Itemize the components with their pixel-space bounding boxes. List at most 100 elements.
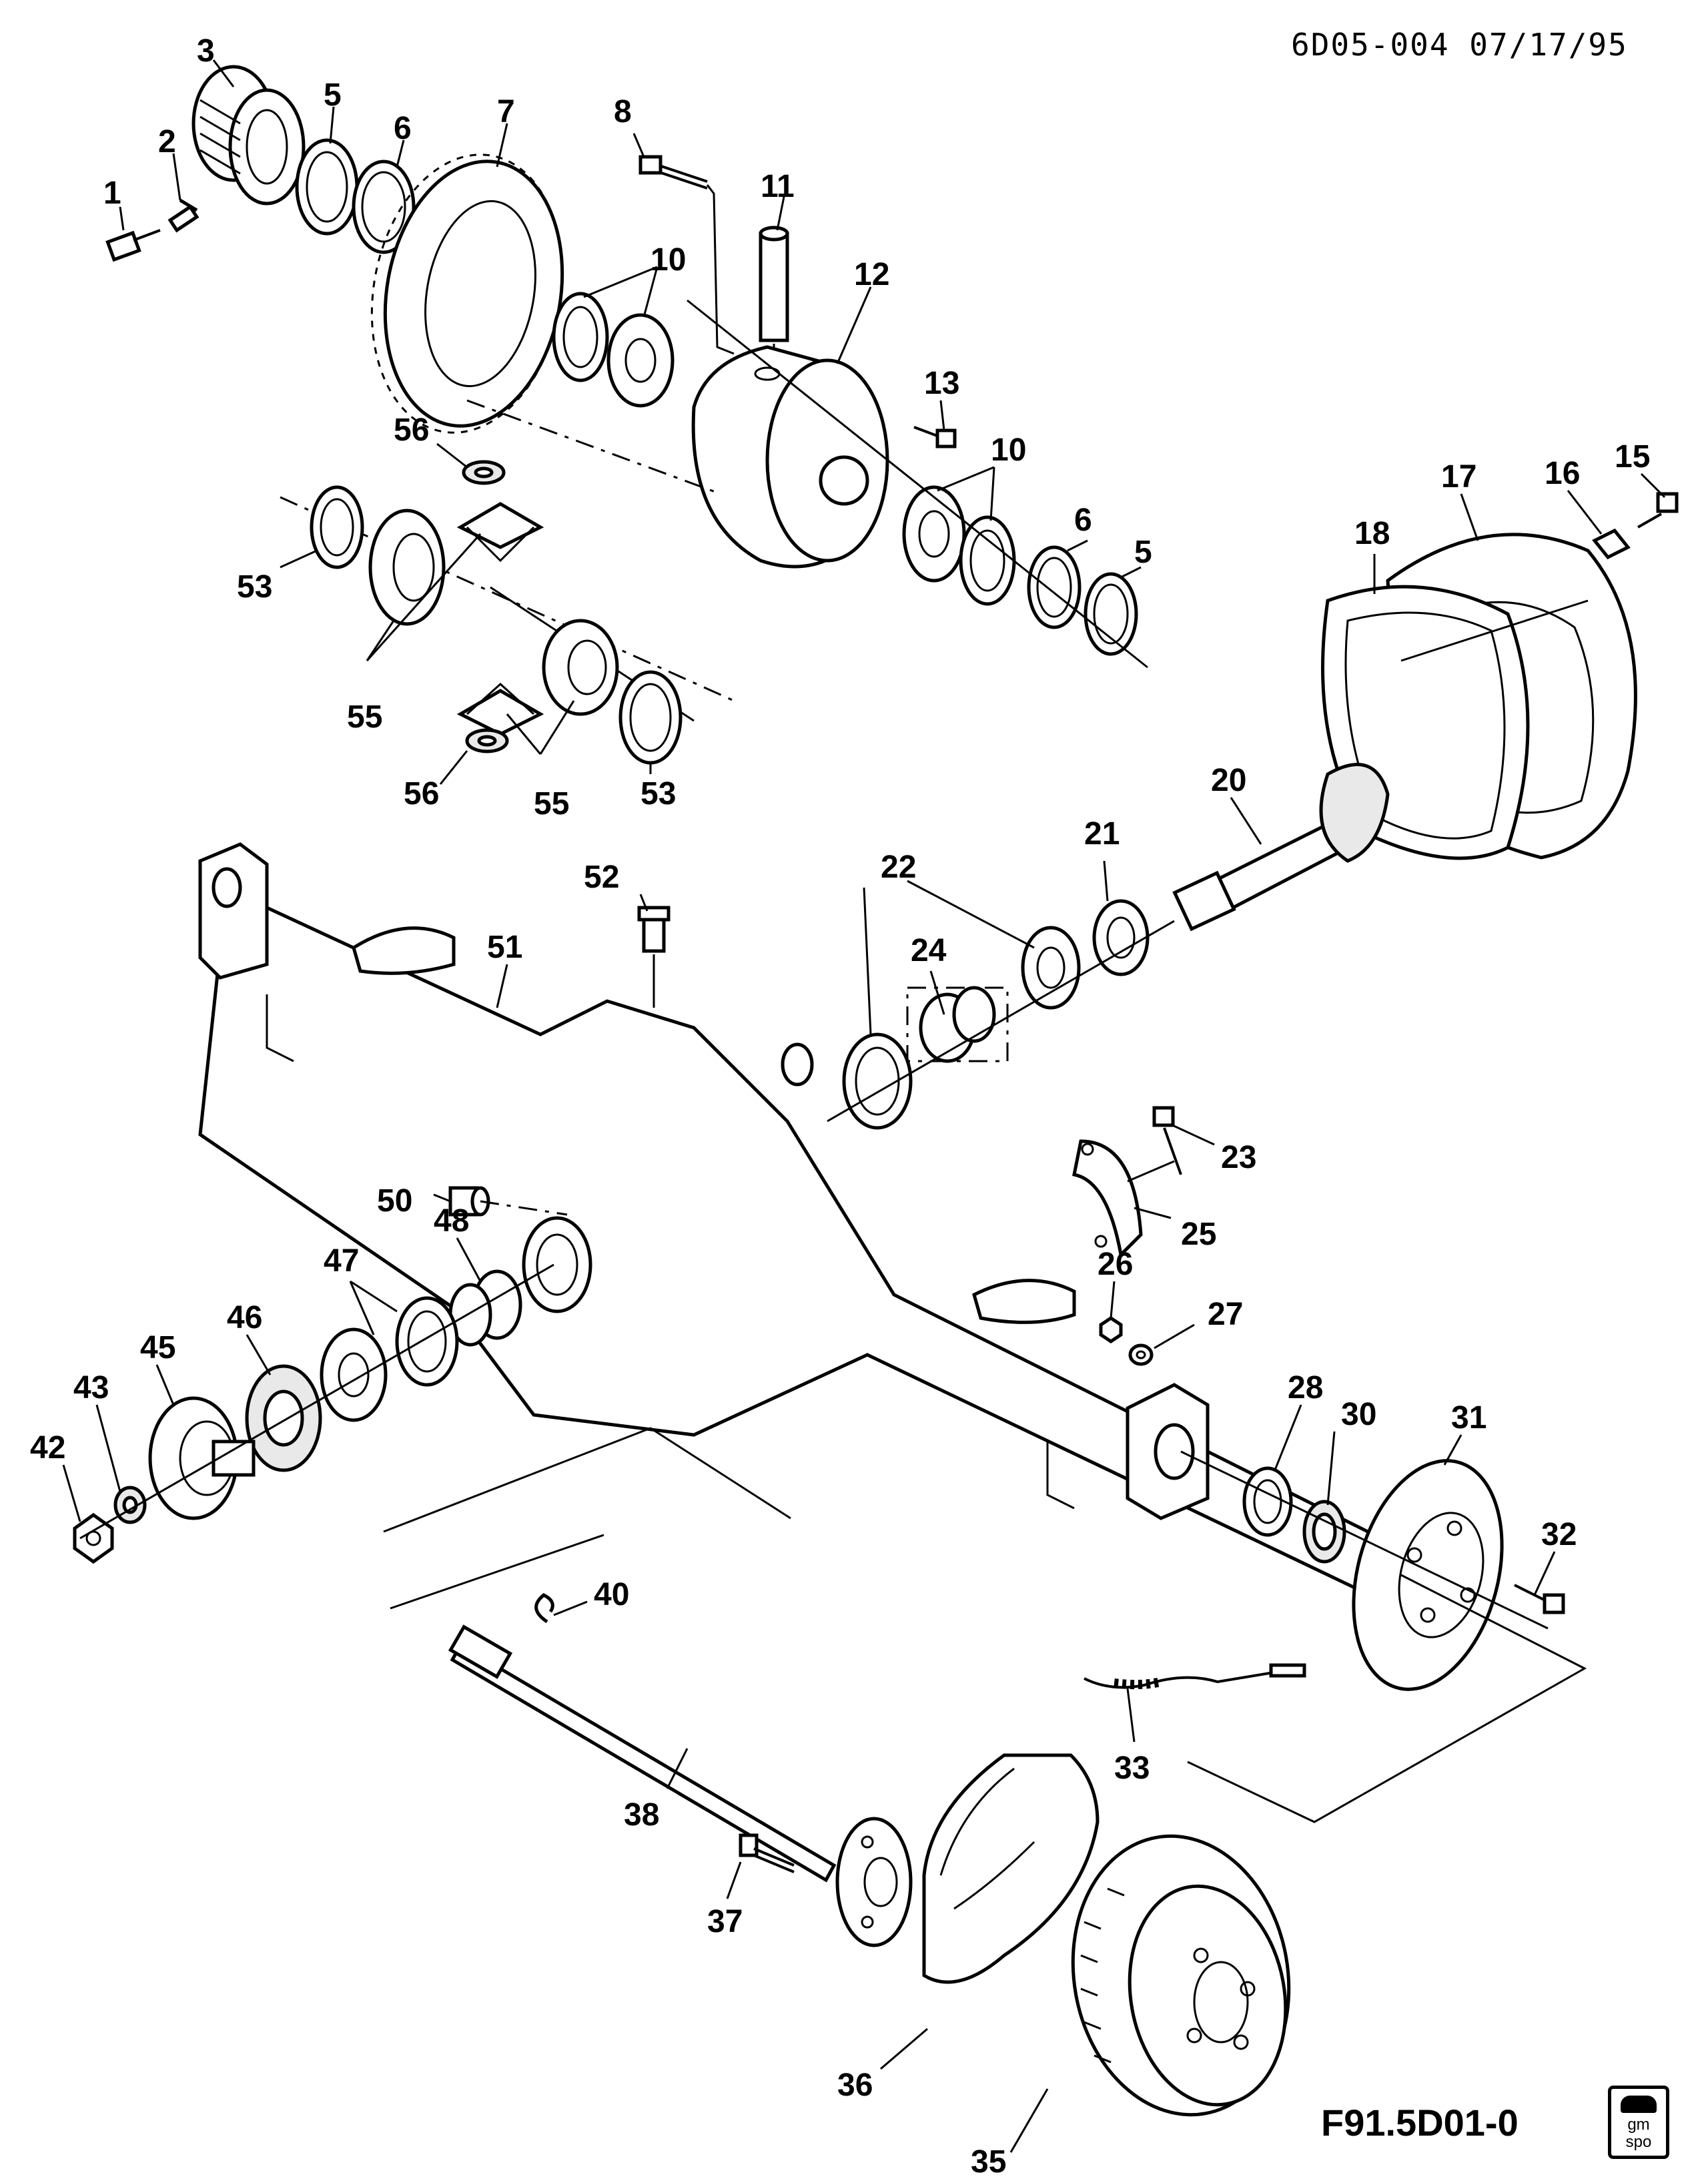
part-22-pinion-bearing-cone — [1021, 926, 1081, 1010]
leader-lines — [62, 59, 1666, 2153]
callout-25: 25 — [1181, 1217, 1216, 1252]
part-21-spacer — [1092, 899, 1150, 976]
part-55-side-gear-right — [542, 619, 619, 716]
callout-55-a: 55 — [347, 699, 382, 735]
part-56-thrust-washer-top — [462, 460, 506, 485]
part-5-ring-right — [1084, 572, 1138, 656]
callout-8: 8 — [614, 94, 632, 129]
part-55-pinion-gear-bottom — [456, 682, 544, 736]
part-51-axle-housing — [198, 842, 1497, 1644]
part-56-thrust-washer-bottom — [465, 728, 509, 753]
callout-46: 46 — [227, 1300, 262, 1335]
callout-5-b: 5 — [1134, 535, 1152, 570]
callout-16: 16 — [1545, 456, 1580, 491]
callout-37: 37 — [707, 1904, 743, 1939]
axis-line-diff — [687, 299, 1148, 669]
part-12-differential-case — [691, 345, 889, 569]
part-27-washer — [1128, 1343, 1154, 1366]
figure-id: F91.5D01-0 — [1321, 2102, 1519, 2144]
part-42-nut — [73, 1512, 114, 1564]
part-20-drive-pinion — [1172, 763, 1390, 932]
axis-line-plug — [480, 1200, 568, 1216]
callout-27: 27 — [1208, 1297, 1243, 1332]
part-10-bearing-cup-a — [552, 292, 609, 382]
callout-52: 52 — [584, 860, 619, 895]
callout-31: 31 — [1451, 1400, 1486, 1436]
logo-line-1: gm — [1627, 2116, 1650, 2134]
part-22-pinion-bearing-cup — [842, 1032, 913, 1130]
callout-40: 40 — [594, 1577, 629, 1612]
callout-7: 7 — [497, 94, 515, 129]
part-5-ring-top — [295, 138, 359, 236]
callout-53-a: 53 — [237, 569, 272, 605]
part-25-bearing-cap — [1072, 1139, 1143, 1259]
callout-36: 36 — [837, 2068, 873, 2103]
part-55-pinion-gear-top — [456, 502, 544, 563]
part-46-deflector — [245, 1364, 322, 1472]
callout-6-b: 6 — [1074, 503, 1092, 538]
part-38-axle-shaft — [448, 1624, 913, 1947]
callout-2: 2 — [158, 124, 176, 160]
part-32-bolt — [1514, 1584, 1565, 1614]
callout-10-b: 10 — [991, 432, 1026, 468]
part-40-lock-ring — [534, 1593, 554, 1624]
axis-line-cover — [1400, 599, 1589, 662]
callout-50: 50 — [377, 1183, 412, 1219]
part-53-thrust-washer-left — [310, 485, 364, 569]
callout-48: 48 — [434, 1203, 469, 1239]
axis-line-axle-right — [1180, 1450, 1549, 1630]
part-1-bolt — [105, 229, 161, 262]
bracket-line-right — [1187, 1574, 1587, 1823]
callout-3: 3 — [197, 33, 215, 69]
callout-38: 38 — [624, 1797, 659, 1833]
part-24-collapsible-spacer — [906, 986, 1009, 1063]
callout-12: 12 — [854, 257, 889, 292]
part-13-bolt — [913, 426, 957, 448]
callout-51: 51 — [487, 930, 522, 965]
callout-20: 20 — [1211, 763, 1246, 798]
part-36-brake-shoe-assembly — [922, 1753, 1100, 1984]
part-15-bolt — [1637, 492, 1679, 529]
callout-17: 17 — [1441, 459, 1476, 495]
axis-line-pinion — [827, 920, 1175, 1123]
part-10-bearing-cone-b — [902, 485, 966, 583]
part-16-clip — [1592, 528, 1631, 560]
part-43-washer — [113, 1486, 147, 1524]
part-8-pin-bolt — [638, 155, 735, 355]
part-6-shim-right — [1027, 545, 1082, 629]
bracket-line-left — [390, 1534, 604, 1610]
part-30-seal — [1302, 1500, 1346, 1564]
gmspo-logo: gm spo — [1608, 2086, 1669, 2159]
callout-10-a: 10 — [651, 242, 686, 278]
part-33-park-brake-cable — [1084, 1663, 1306, 1690]
callout-24: 24 — [911, 933, 947, 968]
callout-28: 28 — [1288, 1370, 1323, 1406]
bracket-line-upper — [383, 1427, 791, 1533]
callout-13: 13 — [924, 366, 959, 401]
callout-53-b: 53 — [640, 776, 676, 812]
callout-33: 33 — [1114, 1751, 1150, 1786]
callout-32: 32 — [1541, 1517, 1577, 1552]
part-10-bearing-cone-a — [606, 313, 675, 408]
logo-line-2: spo — [1625, 2133, 1652, 2151]
part-35-brake-drum — [1071, 1834, 1291, 2117]
part-45-yoke-flange — [148, 1396, 256, 1520]
callout-21: 21 — [1084, 816, 1120, 852]
callout-56-a: 56 — [394, 412, 429, 448]
callout-15: 15 — [1615, 439, 1650, 475]
part-3-adjuster-nut — [191, 65, 306, 206]
part-11-pinion-shaft — [759, 226, 789, 374]
drawing-code: 6D05-004 07/17/95 — [1291, 27, 1628, 63]
callout-47: 47 — [324, 1243, 359, 1279]
part-37-wheel-stud — [739, 1833, 795, 1873]
callout-45: 45 — [140, 1330, 175, 1365]
part-52-vent — [637, 906, 671, 953]
part-47-bearing-cup — [395, 1296, 459, 1387]
callout-30: 30 — [1341, 1397, 1376, 1432]
logo-mark — [1621, 2096, 1657, 2113]
axis-line-yoke — [79, 1263, 554, 1540]
callout-43: 43 — [73, 1370, 109, 1406]
part-47-bearing-cone — [320, 1327, 388, 1422]
callout-1: 1 — [103, 176, 121, 211]
part-55-side-gear-left — [368, 509, 446, 626]
